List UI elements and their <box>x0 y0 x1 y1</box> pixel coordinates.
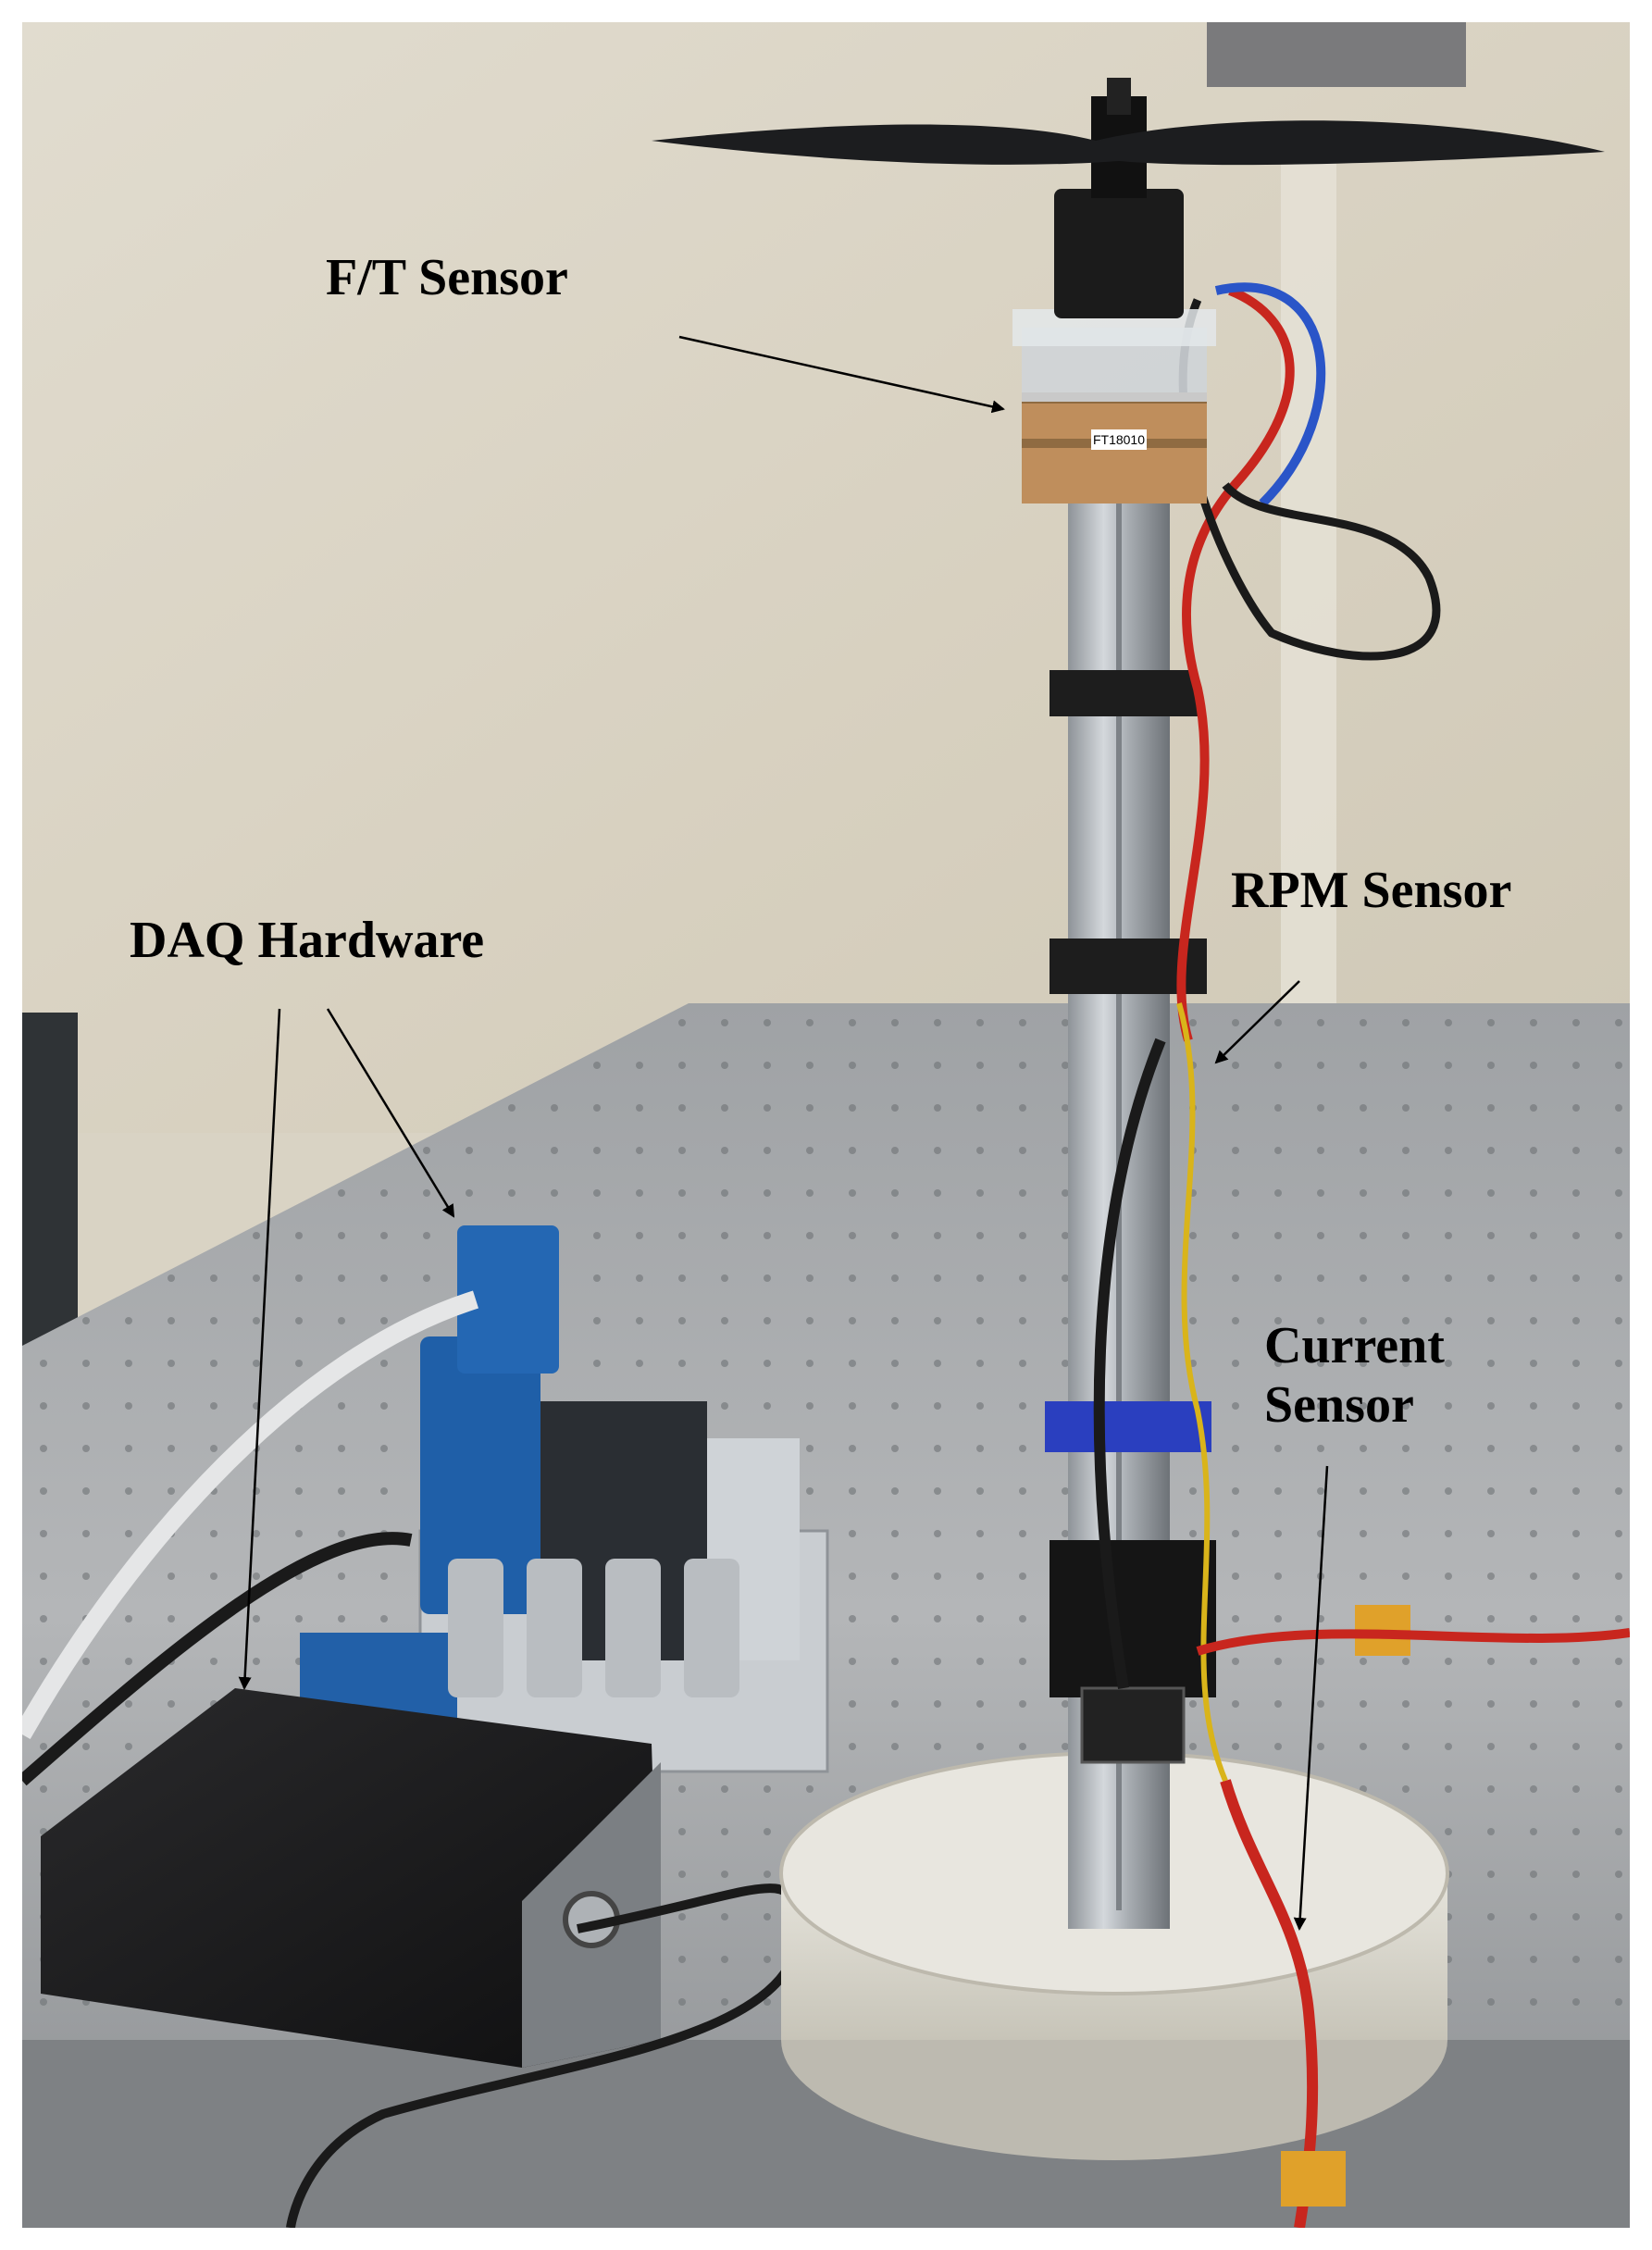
arrow-ft-sensor <box>678 335 1005 414</box>
red-cable <box>1176 286 1295 1042</box>
signal-wires <box>1176 1002 1228 1783</box>
daq-hardware-label: DAQ Hardware <box>130 912 485 969</box>
propeller <box>652 120 1605 166</box>
velcro-strap-top <box>1050 670 1198 716</box>
ft-sensor-label: F/T Sensor <box>326 249 568 306</box>
blue-cable <box>1214 282 1326 507</box>
velcro-strap-blue <box>1045 1401 1211 1452</box>
photo-scene: FT18010 <box>22 22 1630 2228</box>
power-lead-right <box>1196 1628 1630 1656</box>
daq-chassis <box>300 1225 829 1773</box>
black-cable-down <box>1093 1038 1166 1689</box>
arrow-daq-1 <box>326 1008 455 1218</box>
rpm-sensor-label: RPM Sensor <box>1231 862 1512 919</box>
wall-conduit <box>1281 133 1336 1059</box>
grey-cable <box>22 1290 479 1739</box>
arrow-rpm-sensor <box>1214 980 1300 1064</box>
velcro-strap-esc <box>1050 1540 1216 1697</box>
black-cable-front <box>286 1883 805 2228</box>
wall <box>22 22 1630 1133</box>
black-box <box>41 1688 661 2068</box>
controller-board <box>1080 1686 1186 1764</box>
photo: FT18010 <box>22 22 1630 2228</box>
black-cable-left <box>22 1532 413 1786</box>
current-sensor-label: Current Sensor <box>1264 1317 1445 1435</box>
xt60-connector <box>1281 2151 1346 2206</box>
ft-sensor-assembly: FT18010 <box>1012 309 1216 503</box>
arrow-daq-2 <box>238 1008 281 1690</box>
wall-box <box>1207 22 1466 87</box>
arrow-current-sensor <box>1293 1465 1329 1931</box>
ft-sensor-sticker: FT18010 <box>1093 432 1145 447</box>
